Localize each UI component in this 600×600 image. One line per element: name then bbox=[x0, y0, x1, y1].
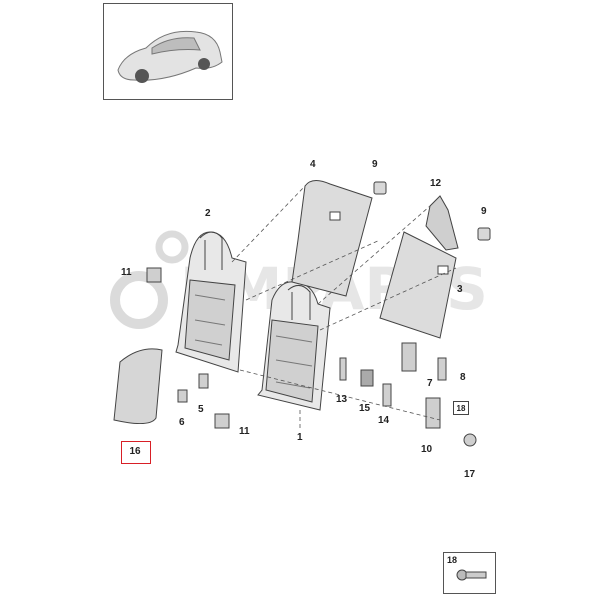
label-10: 10 bbox=[421, 444, 433, 455]
back-panel-4 bbox=[291, 180, 373, 297]
callout-18-box: 18 bbox=[453, 401, 469, 415]
leader-lines bbox=[231, 185, 457, 430]
bracket-12 bbox=[425, 195, 459, 251]
part-13 bbox=[339, 357, 347, 381]
part-14 bbox=[382, 383, 392, 407]
pad-11b bbox=[214, 413, 230, 429]
label-11a: 11 bbox=[121, 267, 132, 278]
clip-9b bbox=[477, 227, 491, 241]
inset-part-18: 18 bbox=[443, 552, 496, 594]
label-5: 5 bbox=[198, 404, 204, 415]
backrest-frame-right bbox=[257, 281, 331, 411]
highlighted-part-label: 16 bbox=[129, 446, 141, 457]
part-7 bbox=[401, 342, 417, 372]
label-12: 12 bbox=[430, 178, 442, 189]
highlighted-part-box bbox=[121, 441, 151, 464]
part-6 bbox=[177, 389, 188, 403]
backrest-frame-left bbox=[175, 231, 247, 373]
clip-9a bbox=[373, 181, 387, 195]
label-4: 4 bbox=[310, 159, 316, 170]
label-11b: 11 bbox=[239, 426, 250, 437]
label-3: 3 bbox=[457, 284, 463, 295]
label-6: 6 bbox=[179, 417, 185, 428]
pad-11a bbox=[146, 267, 162, 283]
vehicle-thumbnail bbox=[103, 3, 233, 100]
part-15 bbox=[360, 369, 374, 387]
label-17: 17 bbox=[464, 469, 476, 480]
label-7: 7 bbox=[427, 378, 433, 389]
bolt-icon bbox=[456, 569, 487, 581]
inset-label: 18 bbox=[447, 555, 458, 565]
part-17 bbox=[463, 433, 477, 447]
label-8: 8 bbox=[460, 372, 466, 383]
watermark-gear-icon bbox=[110, 230, 189, 329]
part-5 bbox=[198, 373, 209, 389]
label-9a: 9 bbox=[372, 159, 378, 170]
car-thumbnail-icon bbox=[117, 30, 223, 83]
label-13: 13 bbox=[336, 394, 348, 405]
part-10 bbox=[425, 397, 441, 429]
label-9b: 9 bbox=[481, 206, 487, 217]
part-8 bbox=[437, 357, 447, 381]
label-14: 14 bbox=[378, 415, 390, 426]
label-1: 1 bbox=[297, 432, 303, 443]
label-2: 2 bbox=[205, 208, 211, 219]
label-15: 15 bbox=[359, 403, 371, 414]
side-cushion-16 bbox=[113, 348, 163, 424]
